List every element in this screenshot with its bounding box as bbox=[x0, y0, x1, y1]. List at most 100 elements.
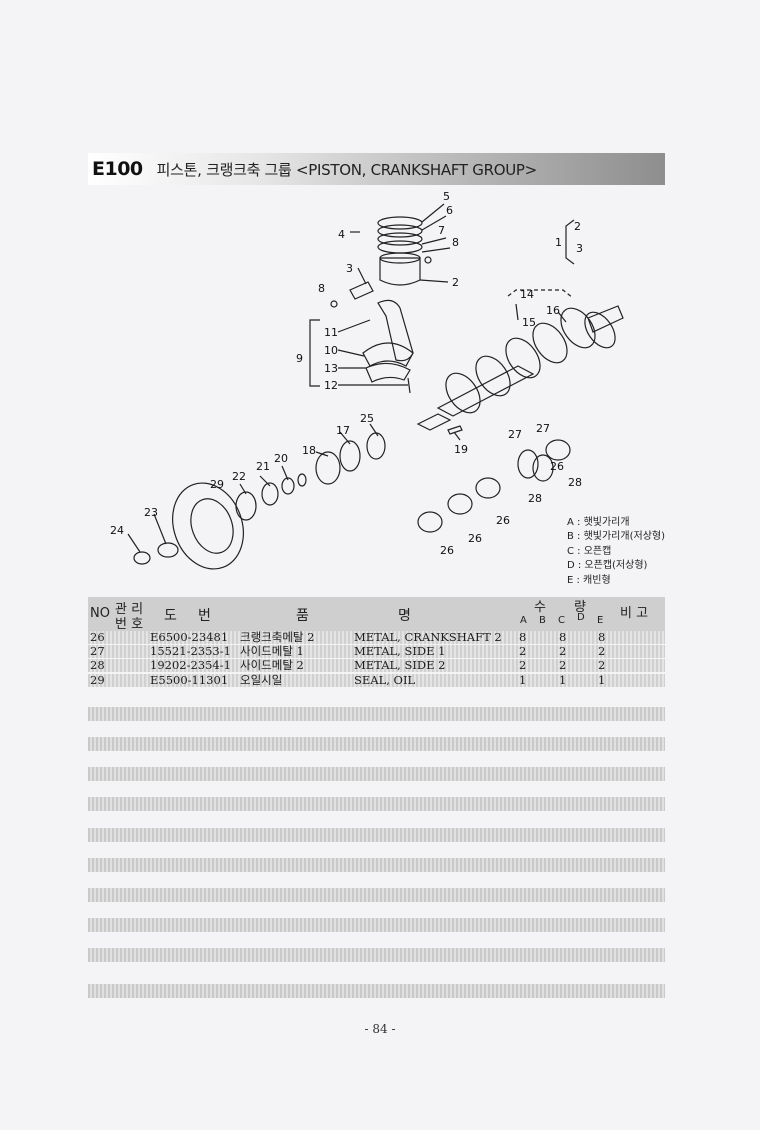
empty-table-row bbox=[88, 984, 665, 998]
legend-item-b: B : 햇빛가리개(저상형) bbox=[567, 531, 665, 543]
callout-8b: 8 bbox=[318, 282, 325, 295]
col-drawing-b: 번 bbox=[198, 608, 211, 624]
page-number: - 84 - bbox=[364, 1022, 396, 1036]
row-qty-a: 2 bbox=[519, 644, 527, 658]
row-qty-e: 8 bbox=[598, 630, 606, 644]
callout-9: 9 bbox=[296, 352, 303, 365]
row-no: 27 bbox=[90, 644, 105, 658]
callout-22: 22 bbox=[232, 470, 246, 483]
row-name-en: METAL, SIDE 2 bbox=[354, 658, 446, 672]
col-variant-d: D bbox=[577, 612, 585, 623]
diagram-callout-labels: 5 6 7 8 4 2 3 8 11 10 13 12 9 2 1 3 14 1… bbox=[110, 190, 583, 557]
callout-2: 2 bbox=[452, 276, 459, 289]
callout-26d: 26 bbox=[440, 544, 454, 557]
callout-7: 7 bbox=[438, 224, 445, 237]
callout-28b: 28 bbox=[528, 492, 542, 505]
col-variant-e: E bbox=[597, 615, 604, 626]
row-name-en: METAL, CRANKSHAFT 2 bbox=[354, 630, 502, 644]
empty-table-row bbox=[88, 828, 665, 842]
callout-24: 24 bbox=[110, 524, 124, 537]
callout-8a: 8 bbox=[452, 236, 459, 249]
variant-legend: A : 햇빛가리개 B : 햇빛가리개(저상형) C : 오픈캡 D : 오픈캡… bbox=[567, 516, 665, 588]
empty-table-row bbox=[88, 888, 665, 902]
row-part-no: E6500-23481 bbox=[150, 630, 229, 644]
empty-table-row bbox=[88, 948, 665, 962]
row-no: 28 bbox=[90, 658, 105, 672]
callout-23: 23 bbox=[144, 506, 158, 519]
exploded-parts-diagram: 5 6 7 8 4 2 3 8 11 10 13 12 9 2 1 3 14 1… bbox=[110, 190, 624, 570]
row-no: 26 bbox=[90, 630, 105, 644]
callout-10: 10 bbox=[324, 344, 338, 357]
table-row: 26 E6500-23481 크랭크축메탈 2 METAL, CRANKSHAF… bbox=[88, 631, 665, 644]
row-name-en: SEAL, OIL bbox=[354, 673, 416, 687]
callout-14: 14 bbox=[520, 288, 534, 301]
row-qty-e: 2 bbox=[598, 658, 606, 672]
callout-15: 15 bbox=[522, 316, 536, 329]
table-row: 28 19202-2354-1 사이드메탈 2 METAL, SIDE 2 2 … bbox=[88, 659, 665, 672]
col-qty-a: 수 bbox=[534, 600, 546, 615]
row-no: 29 bbox=[90, 673, 105, 687]
callout-26a: 26 bbox=[550, 460, 564, 473]
row-qty-a: 1 bbox=[519, 673, 527, 687]
callout-19: 19 bbox=[454, 443, 468, 456]
col-qty-b: 량 bbox=[574, 600, 586, 615]
table-row: 29 E5500-11301 오일시일 SEAL, OIL 1 1 1 bbox=[88, 674, 665, 687]
callout-3b: 3 bbox=[576, 242, 583, 255]
callout-27b: 27 bbox=[536, 422, 550, 435]
callout-21: 21 bbox=[256, 460, 270, 473]
callout-17: 17 bbox=[336, 424, 350, 437]
row-name-kr: 오일시일 bbox=[240, 673, 283, 687]
col-variant-c: C bbox=[558, 615, 565, 626]
legend-item-a: A : 햇빛가리개 bbox=[567, 517, 630, 528]
row-part-no: E5500-11301 bbox=[150, 673, 229, 687]
row-name-en: METAL, SIDE 1 bbox=[354, 644, 446, 658]
callout-27a: 27 bbox=[508, 428, 522, 441]
callout-11: 11 bbox=[324, 326, 338, 339]
callout-29: 29 bbox=[210, 478, 224, 491]
legend-item-e: E : 캐빈형 bbox=[567, 574, 611, 586]
callout-2b: 2 bbox=[574, 220, 581, 233]
col-mgmt-top: 관 리 bbox=[115, 602, 144, 617]
callout-20: 20 bbox=[274, 452, 288, 465]
col-part-a: 품 bbox=[296, 608, 309, 624]
empty-table-row bbox=[88, 707, 665, 721]
col-no: NO bbox=[90, 606, 110, 621]
section-title-bar: E100 피스톤, 크랭크축 그룹 <PISTON, CRANKSHAFT GR… bbox=[88, 153, 665, 185]
callout-1: 1 bbox=[555, 236, 562, 249]
callout-5: 5 bbox=[443, 190, 450, 203]
row-name-kr: 사이드메탈 2 bbox=[240, 658, 304, 672]
col-drawing-a: 도 bbox=[164, 608, 177, 624]
callout-4: 4 bbox=[338, 228, 345, 241]
row-name-kr: 크랭크축메탈 2 bbox=[240, 630, 315, 644]
empty-table-row bbox=[88, 797, 665, 811]
callout-16: 16 bbox=[546, 304, 560, 317]
row-part-no: 19202-2354-1 bbox=[150, 658, 231, 672]
callout-3: 3 bbox=[346, 262, 353, 275]
callout-25: 25 bbox=[360, 412, 374, 425]
callout-6: 6 bbox=[446, 204, 453, 217]
row-qty-a: 8 bbox=[519, 630, 527, 644]
col-variant-a: A bbox=[520, 615, 527, 626]
col-variant-b: B bbox=[539, 615, 546, 626]
empty-table-row bbox=[88, 858, 665, 872]
row-qty-c: 2 bbox=[559, 658, 567, 672]
parts-table-header: NO 관 리 번 호 도 번 품 명 수 량 A B C D E 비 고 bbox=[88, 597, 665, 632]
row-qty-e: 2 bbox=[598, 644, 606, 658]
callout-13: 13 bbox=[324, 362, 338, 375]
callout-26c: 26 bbox=[468, 532, 482, 545]
legend-item-c: C : 오픈캡 bbox=[567, 545, 612, 557]
callout-26b: 26 bbox=[496, 514, 510, 527]
section-code: E100 bbox=[92, 158, 143, 180]
callout-12: 12 bbox=[324, 379, 338, 392]
col-part-b: 명 bbox=[398, 608, 411, 624]
empty-table-row bbox=[88, 737, 665, 751]
row-part-no: 15521-2353-1 bbox=[150, 644, 231, 658]
row-qty-c: 2 bbox=[559, 644, 567, 658]
col-mgmt-bottom: 번 호 bbox=[115, 617, 144, 632]
empty-table-row bbox=[88, 767, 665, 781]
callout-28a: 28 bbox=[568, 476, 582, 489]
row-qty-c: 8 bbox=[559, 630, 567, 644]
empty-table-row bbox=[88, 918, 665, 932]
row-qty-a: 2 bbox=[519, 658, 527, 672]
section-title: 피스톤, 크랭크축 그룹 <PISTON, CRANKSHAFT GROUP> bbox=[156, 160, 538, 179]
